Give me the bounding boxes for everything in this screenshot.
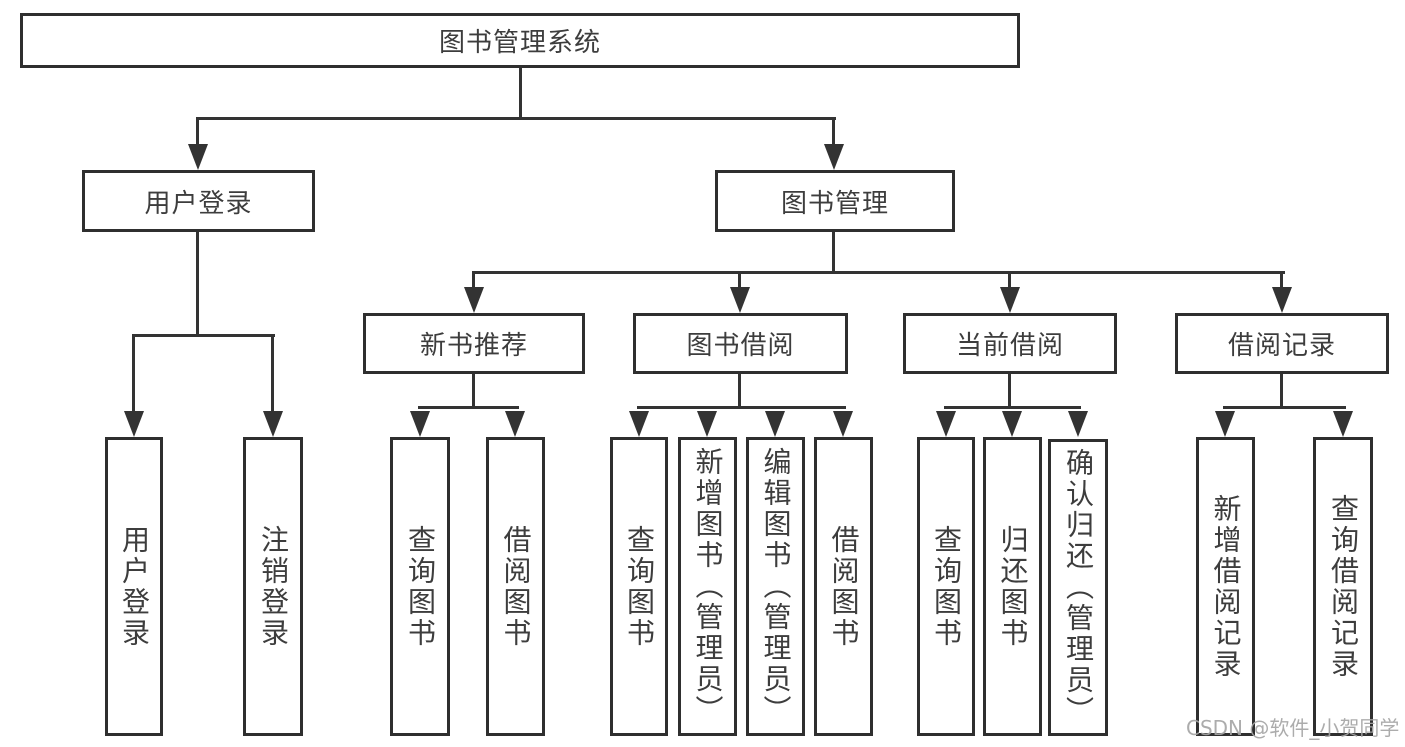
connector-line [944, 406, 1081, 409]
connector-line [196, 117, 199, 148]
leaf-borrowing-borrow-books: 借阅图书 [814, 437, 873, 736]
node-book-management-label: 图书管理 [780, 188, 889, 219]
node-new-book-recommend: 新书推荐 [363, 313, 585, 374]
connector-line [1008, 374, 1011, 408]
connector-line [1008, 271, 1011, 290]
leaf-return-books-label: 归还图书 [996, 524, 1030, 649]
arrow-down-icon [697, 411, 717, 437]
leaf-edit-books-admin: 编辑图书（管理员） [746, 437, 805, 736]
connector-line [271, 334, 274, 413]
leaf-borrowing-query-books: 查询图书 [610, 437, 668, 736]
arrow-down-icon [765, 411, 785, 437]
arrow-down-icon [730, 287, 750, 313]
node-current-borrowing-label: 当前借阅 [955, 331, 1064, 361]
leaf-confirm-return-admin: 确认归还（管理员） [1048, 439, 1108, 736]
leaf-user-login: 用户登录 [105, 437, 163, 736]
leaf-add-books-admin: 新增图书（管理员） [678, 437, 737, 736]
arrow-down-icon [936, 411, 956, 437]
node-current-borrowing: 当前借阅 [903, 313, 1117, 374]
node-book-borrowing-label: 图书借阅 [686, 331, 795, 361]
connector-line [519, 66, 522, 118]
arrow-down-icon [505, 411, 525, 437]
leaf-borrowing-query-books-label: 查询图书 [623, 524, 656, 649]
arrow-down-icon [1068, 411, 1088, 437]
leaf-logout: 注销登录 [243, 437, 303, 736]
node-book-management: 图书管理 [715, 170, 955, 232]
leaf-logout-label: 注销登录 [257, 524, 290, 649]
connector-line [738, 374, 741, 408]
connector-line [472, 271, 475, 290]
leaf-recommend-borrow-books: 借阅图书 [486, 437, 545, 736]
watermark: CSDN @软件_小贺同学 [1186, 716, 1400, 740]
connector-line [196, 232, 199, 335]
connector-line [132, 334, 135, 413]
arrow-down-icon [824, 144, 844, 170]
node-user-login: 用户登录 [82, 170, 315, 232]
arrow-down-icon [124, 411, 144, 437]
leaf-confirm-return-admin-label: 确认归还（管理员） [1062, 448, 1095, 727]
arrow-down-icon [464, 287, 484, 313]
leaf-current-query-books-label: 查询图书 [930, 524, 963, 649]
leaf-add-borrow-record-label: 新增借阅记录 [1209, 493, 1243, 680]
leaf-borrowing-borrow-books-label: 借阅图书 [827, 524, 861, 649]
node-new-book-recommend-label: 新书推荐 [419, 331, 528, 361]
connector-line [1223, 406, 1346, 409]
connector-line [1280, 374, 1283, 408]
leaf-user-login-label: 用户登录 [118, 524, 151, 649]
connector-line [197, 117, 836, 120]
leaf-recommend-query-books: 查询图书 [390, 437, 450, 736]
leaf-add-books-admin-label: 新增图书（管理员） [691, 447, 725, 726]
arrow-down-icon [629, 411, 649, 437]
connector-line [1280, 271, 1283, 290]
connector-line [637, 406, 846, 409]
arrow-down-icon [1000, 287, 1020, 313]
leaf-recommend-query-books-label: 查询图书 [404, 524, 437, 649]
arrow-down-icon [1002, 411, 1022, 437]
node-borrowing-records: 借阅记录 [1175, 313, 1389, 374]
node-book-borrowing: 图书借阅 [633, 313, 848, 374]
connector-line [832, 117, 835, 148]
leaf-current-query-books: 查询图书 [917, 437, 975, 736]
leaf-edit-books-admin-label: 编辑图书（管理员） [759, 447, 793, 726]
leaf-add-borrow-record: 新增借阅记录 [1196, 437, 1255, 736]
leaf-return-books: 归还图书 [983, 437, 1042, 736]
arrow-down-icon [188, 144, 208, 170]
connector-line [472, 374, 475, 408]
leaf-recommend-borrow-books-label: 借阅图书 [499, 524, 533, 649]
node-user-login-label: 用户登录 [144, 188, 253, 219]
leaf-query-borrow-record-label: 查询借阅记录 [1327, 493, 1360, 680]
connector-line [832, 232, 835, 274]
arrow-down-icon [833, 411, 853, 437]
leaf-query-borrow-record: 查询借阅记录 [1313, 437, 1373, 736]
connector-line [738, 271, 741, 290]
connector-line [472, 271, 1285, 274]
node-borrowing-records-label: 借阅记录 [1227, 331, 1336, 361]
arrow-down-icon [410, 411, 430, 437]
node-library-management-system-label: 图书管理系统 [438, 28, 601, 58]
arrow-down-icon [263, 411, 283, 437]
arrow-down-icon [1272, 287, 1292, 313]
arrow-down-icon [1333, 411, 1353, 437]
node-library-management-system: 图书管理系统 [20, 13, 1020, 68]
arrow-down-icon [1215, 411, 1235, 437]
connector-line [418, 406, 519, 409]
connector-line [132, 334, 275, 337]
